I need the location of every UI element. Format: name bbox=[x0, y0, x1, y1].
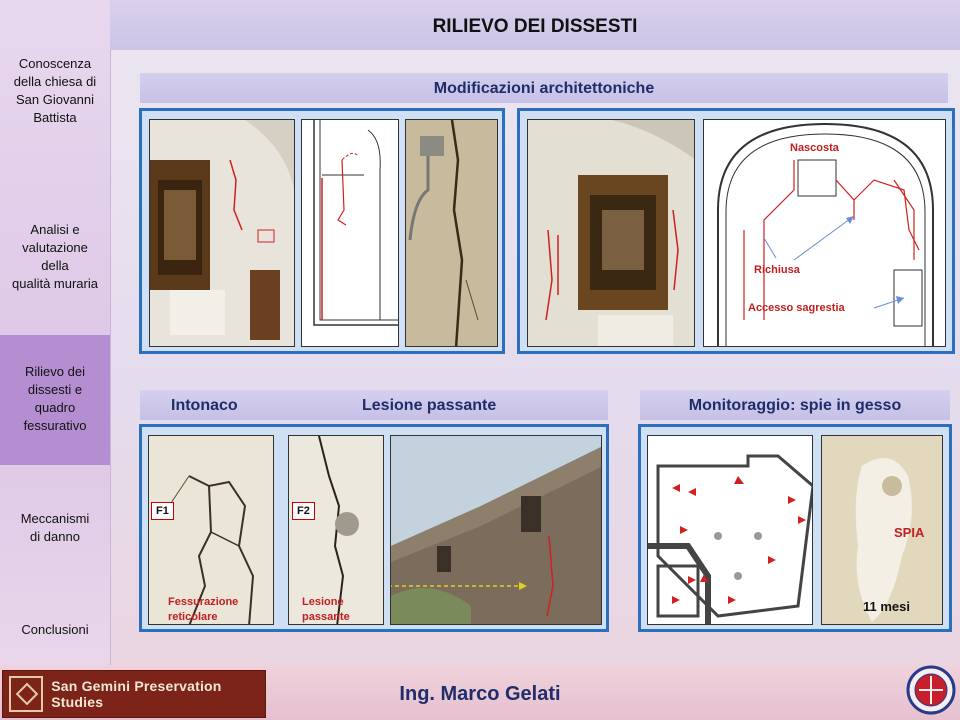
tag-f2: F2 bbox=[292, 502, 315, 520]
label-spia: SPIA bbox=[894, 525, 925, 540]
sidebar-item-label: di danno bbox=[30, 529, 80, 544]
caption-fessurazione: Fessurazione reticolare bbox=[168, 595, 238, 625]
photo-altar-left-drawing bbox=[150, 120, 294, 346]
page-title: RILIEVO DEI DISSESTI bbox=[432, 16, 638, 37]
caption-line: reticolare bbox=[168, 611, 218, 623]
drawing-vault-section: Nascosta Richiusa Accesso sagrestia bbox=[703, 119, 946, 347]
tag-f1: F1 bbox=[151, 502, 174, 520]
label-accesso-sagrestia: Accesso sagrestia bbox=[748, 302, 845, 314]
photo-crack-detail-drawing bbox=[406, 120, 497, 346]
photo-altar-left bbox=[149, 119, 295, 347]
bottom-right-title-bar bbox=[640, 390, 950, 420]
caption-line: passante bbox=[302, 611, 350, 623]
logo-san-gemini[interactable]: San Gemini Preservation Studies bbox=[2, 670, 266, 718]
monitoraggio-title: Monitoraggio: spie in gesso bbox=[688, 397, 902, 414]
sidebar-item-label: Meccanismi bbox=[20, 511, 90, 526]
sidebar-item-label: dissesti e bbox=[27, 382, 83, 397]
top-section-title: Modificazioni architettoniche bbox=[433, 80, 655, 97]
sidebar-item-label: della chiesa di bbox=[13, 74, 97, 89]
sidebar-item-analisi[interactable]: Analisi e valutazione della qualità mura… bbox=[0, 221, 110, 293]
sidebar-item-label: valutazione bbox=[22, 240, 88, 255]
sidebar-item-label: Battista bbox=[33, 110, 77, 125]
sidebar-item-label: fessurativo bbox=[23, 418, 87, 433]
sidebar-item-label: Analisi e bbox=[30, 222, 80, 237]
top-section-title-bar bbox=[140, 73, 948, 103]
caption-lesione: Lesione passante bbox=[302, 595, 350, 625]
photo-plaster-cracks-drawing bbox=[149, 436, 273, 624]
frame-interior-views bbox=[139, 108, 505, 354]
sidebar-item-label: Rilievo dei bbox=[25, 364, 85, 379]
author-name: Ing. Marco Gelati bbox=[399, 683, 561, 705]
label-11-mesi: 11 mesi bbox=[863, 599, 910, 614]
photo-gypsum-tell-tale-drawing bbox=[822, 436, 942, 624]
drawing-plan-monitoring-svg bbox=[648, 436, 812, 624]
sidebar-item-rilievo[interactable]: Rilievo dei dissesti e quadro fessurativ… bbox=[0, 335, 110, 465]
logo-text: San Gemini Preservation Studies bbox=[51, 678, 222, 710]
caption-line: Fessurazione bbox=[168, 596, 239, 608]
caption-line: Lesione bbox=[302, 596, 344, 608]
photo-crack-detail bbox=[405, 119, 498, 347]
sidebar bbox=[0, 0, 111, 665]
sidebar-item-conoscenza[interactable]: Conoscenza della chiesa di San Giovanni … bbox=[0, 55, 110, 127]
university-seal-icon bbox=[906, 665, 956, 715]
sidebar-item-meccanismi[interactable]: Meccanismi di danno bbox=[0, 510, 110, 546]
sidebar-item-label: quadro bbox=[34, 400, 76, 415]
photo-plaster-cracks bbox=[148, 435, 274, 625]
intonaco-title: Intonaco bbox=[171, 397, 238, 414]
frame-architectural-changes: Nascosta Richiusa Accesso sagrestia bbox=[517, 108, 955, 354]
photo-altar-right-drawing bbox=[528, 120, 694, 346]
header-band: RILIEVO DEI DISSESTI bbox=[110, 0, 960, 50]
frame-monitoraggio: SPIA 11 mesi bbox=[638, 424, 952, 632]
sidebar-item-label: San Giovanni bbox=[15, 92, 95, 107]
lesione-passante-title: Lesione passante bbox=[362, 397, 497, 414]
label-nascosta: Nascosta bbox=[790, 142, 839, 154]
frame-intonaco-lesione: F1 Fessurazione reticolare F2 Lesione pa… bbox=[139, 424, 609, 632]
label-richiusa: Richiusa bbox=[754, 264, 800, 276]
photo-altar-right bbox=[527, 119, 695, 347]
drawing-plan-monitoring bbox=[647, 435, 813, 625]
photo-gypsum-tell-tale bbox=[821, 435, 943, 625]
photo-through-crack bbox=[288, 435, 384, 625]
photo-through-crack-drawing bbox=[289, 436, 383, 624]
sidebar-item-label: Conoscenza bbox=[18, 56, 92, 71]
logo-knot-icon bbox=[9, 676, 44, 712]
photo-church-exterior bbox=[390, 435, 602, 625]
drawing-crack-elevation bbox=[301, 119, 399, 347]
sidebar-item-label: della bbox=[41, 258, 69, 273]
bottom-left-title-bar bbox=[140, 390, 608, 420]
drawing-crack-elevation-svg bbox=[302, 120, 398, 346]
sidebar-item-label: qualità muraria bbox=[12, 276, 98, 291]
drawing-vault-section-svg bbox=[704, 120, 945, 346]
sidebar-item-label: Conclusioni bbox=[21, 622, 89, 637]
photo-church-exterior-drawing bbox=[391, 436, 601, 624]
sidebar-item-conclusioni[interactable]: Conclusioni bbox=[0, 621, 110, 639]
